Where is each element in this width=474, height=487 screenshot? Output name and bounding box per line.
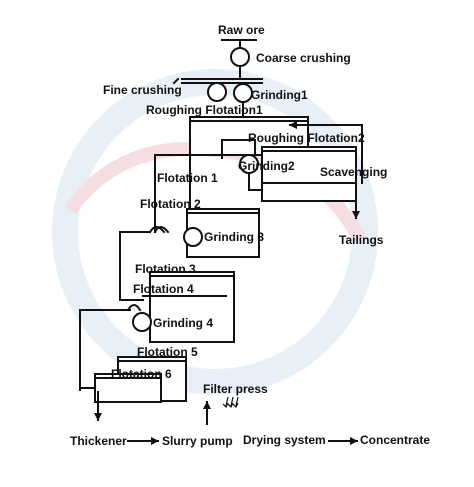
grinding4-label: Grinding 4 [153, 316, 213, 330]
roughing-flotation2-tank [261, 146, 357, 184]
grinding3-mill-icon [183, 227, 203, 247]
flotation2-label: Flotation 2 [140, 197, 201, 211]
flotation4-return-line [119, 231, 151, 301]
grinding1-label: Grinding1 [251, 88, 308, 102]
flotation1-label: Flotation 1 [157, 171, 218, 185]
flotation5-return-line [79, 309, 131, 391]
rougher1-to-grinding2-line [221, 139, 256, 159]
flotation5-hump [126, 304, 142, 312]
flotation5-label: Flotation 5 [137, 345, 198, 359]
scavenging-label: Scavenging [320, 165, 388, 179]
concentrate-label: Concentrate [360, 433, 431, 447]
roughing-flotation1-label: Roughing Flotation1 [146, 103, 263, 117]
filter-press-label: Filter press [203, 382, 268, 396]
flotation4-hump [148, 226, 166, 234]
scavenging-tank [261, 182, 357, 202]
flotation4-label: Flotation 4 [133, 282, 194, 296]
fine-crushing-label: Fine crushing [103, 83, 182, 97]
grinding2-discharge [248, 172, 263, 191]
flotation2-return-line [154, 154, 191, 233]
roughing-flotation2-label: Roughing Flotation2 [248, 131, 365, 145]
grinding3-label: Grinding 3 [204, 230, 264, 244]
grinding2-label: Grinding2 [238, 159, 295, 173]
flotation1-tank [186, 208, 260, 258]
grinding4-mill-icon [132, 312, 152, 332]
flotation3-tank [142, 271, 235, 343]
coarse-crusher-icon [230, 47, 250, 67]
slurry-pump-label: Slurry pump [162, 434, 233, 448]
filter-press-drip-icon [222, 396, 239, 409]
raw-ore-label: Raw ore [218, 23, 265, 37]
flotation6-label: Flotation 6 [111, 367, 172, 381]
flotation6-tank [94, 373, 162, 403]
flotation3-label: Flotation 3 [135, 262, 196, 276]
thickener-label: Thickener [70, 434, 127, 448]
flotation2-hump [153, 226, 170, 234]
fine-crushing-screen [172, 65, 263, 85]
drying-system-label: Drying system [243, 433, 326, 447]
coarse-crushing-label: Coarse crushing [256, 51, 351, 65]
tailings-label: Tailings [339, 233, 384, 247]
grinding1-mill-icon [233, 83, 253, 103]
fine-crusher-icon [207, 82, 227, 102]
raw-ore-feed [221, 39, 257, 49]
